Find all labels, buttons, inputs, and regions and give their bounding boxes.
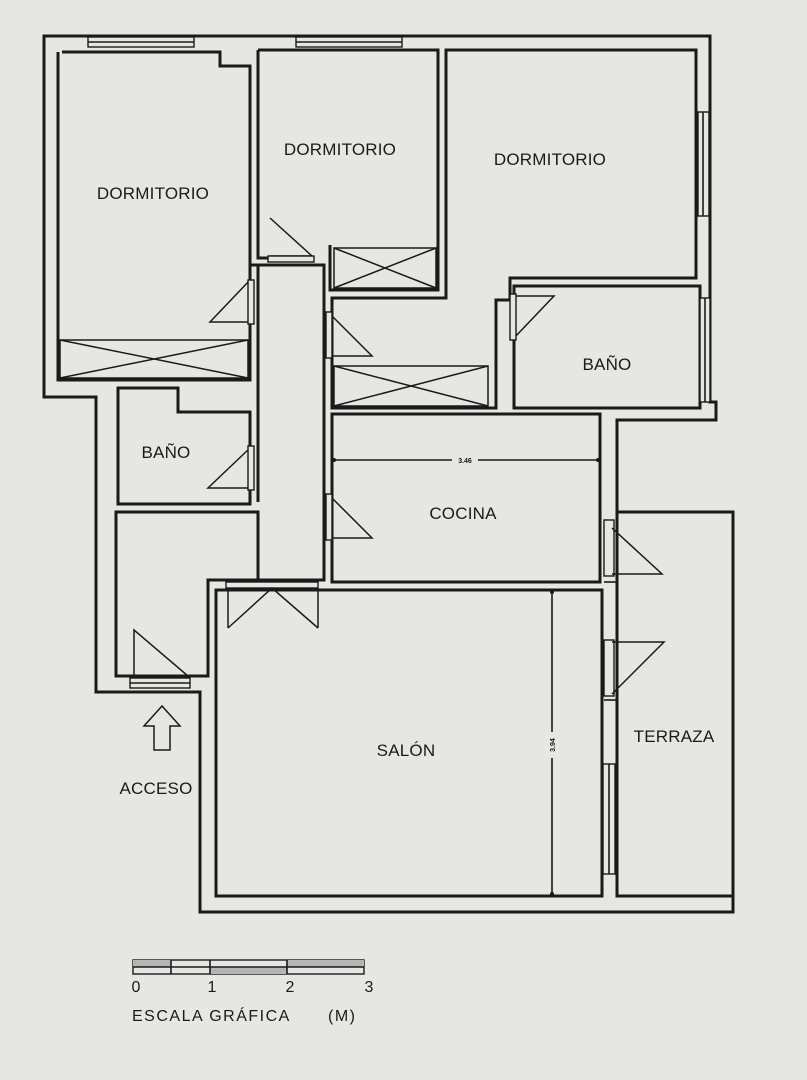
scale-tick-0: 0 — [132, 979, 141, 996]
scale-tick-2: 2 — [286, 979, 295, 996]
doors — [59, 217, 666, 697]
windows — [87, 36, 711, 875]
scale-title: ESCALA GRÁFICA — [132, 1006, 291, 1025]
access-marker: ACCESO — [120, 704, 193, 798]
room-label-dormitorio-3: DORMITORIO — [494, 150, 606, 169]
room-label-dormitorio-1: DORMITORIO — [97, 184, 209, 203]
room-label-terraza: TERRAZA — [634, 727, 715, 746]
outer-walls — [42, 34, 735, 914]
room-label-dormitorio-2: DORMITORIO — [284, 140, 396, 159]
access-label: ACCESO — [120, 779, 193, 798]
room-label-cocina: COCINA — [429, 504, 497, 523]
scale-tick-3: 3 — [365, 979, 374, 996]
graphic-scale: 0 1 2 3 ESCALA GRÁFICA (M) — [132, 959, 374, 1025]
dimension-salon-height: 3.94 — [550, 738, 557, 752]
interior-walls — [114, 48, 733, 898]
dimensions: 3.46 3.94 — [332, 455, 600, 896]
dimension-cocina-width: 3.46 — [458, 458, 472, 465]
up-arrow-icon — [142, 704, 182, 751]
room-label-bano-1: BAÑO — [142, 443, 191, 462]
room-label-bano-2: BAÑO — [583, 355, 632, 374]
room-labels: DORMITORIO DORMITORIO DORMITORIO BAÑO BA… — [97, 140, 715, 760]
scale-tick-1: 1 — [208, 979, 217, 996]
room-label-salon: SALÓN — [377, 741, 436, 760]
scale-unit: (M) — [328, 1008, 356, 1025]
